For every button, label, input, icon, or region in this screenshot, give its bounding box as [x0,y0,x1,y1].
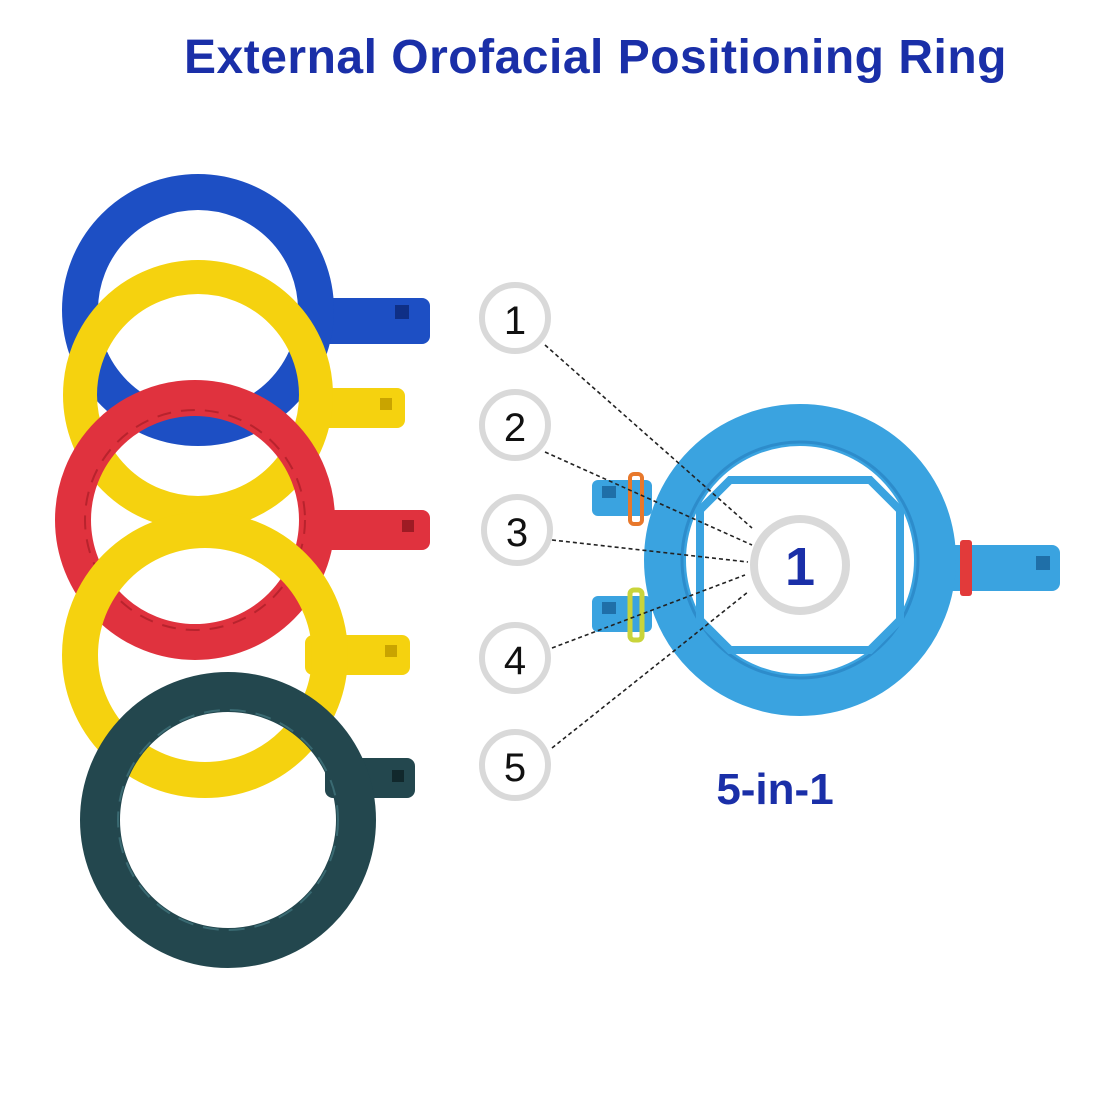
callout-label-4: 4 [504,639,526,683]
red-ring [55,380,430,660]
callout-badge-2: 2 [479,389,551,461]
yellow-ring-lower [62,512,410,798]
leader-lines [544,344,753,749]
light-blue-ring [592,404,1060,716]
callout-badge-5: 5 [479,729,551,801]
dark-green-ring [80,672,415,968]
center-badge-label: 1 [785,537,815,597]
callout-badge-1: 1 [479,282,551,354]
callout-label-2: 2 [504,406,526,450]
callout-badge-3: 3 [481,494,553,566]
product-caption: 5-in-1 [716,765,834,814]
callout-label-1: 1 [504,299,526,343]
blue-ring [62,174,430,446]
center-badge: 1 [750,515,850,615]
callout-label-3: 3 [506,511,528,555]
page-title: External Orofacial Positioning Ring [184,31,1007,84]
callout-badge-4: 4 [479,622,551,694]
callout-label-5: 5 [504,746,526,790]
